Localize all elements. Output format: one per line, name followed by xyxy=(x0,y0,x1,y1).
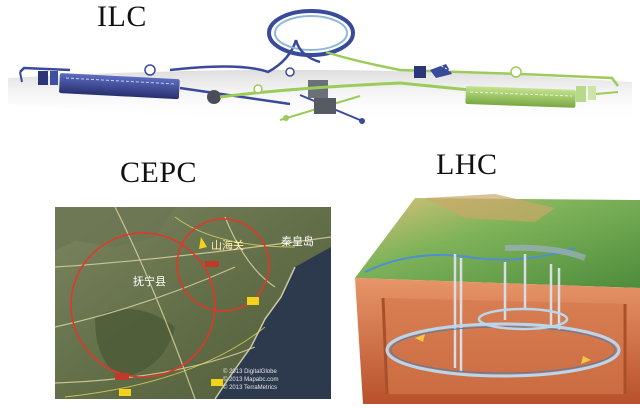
cepc-attribution: © 2013 Mapabc.com xyxy=(223,376,278,383)
ilc-positron-side xyxy=(219,63,619,108)
cepc-location-pin xyxy=(199,237,207,249)
cepc-ring-large xyxy=(70,232,216,378)
ilc-title: ILC xyxy=(97,0,147,33)
ilc-positron-source xyxy=(414,66,426,78)
cepc-attribution: © 2013 DigitalGlobe xyxy=(223,368,277,375)
lhc-title: LHC xyxy=(436,148,498,181)
cepc-ring-small xyxy=(176,218,270,312)
ilc-damping-rings xyxy=(267,9,401,72)
lhc-sps-ring xyxy=(477,307,569,331)
ilc-diagram xyxy=(8,9,632,124)
ilc-electron-source xyxy=(38,71,48,85)
ilc-detector-2 xyxy=(314,98,336,114)
cepc-place-name: 抚宁县 xyxy=(133,274,166,288)
lhc-shafts xyxy=(453,254,561,372)
cepc-map: 山海关 秦皇岛 抚宁县 © 2013 DigitalGlobe © 2013 M… xyxy=(55,207,331,399)
lhc-cutaway xyxy=(355,194,640,404)
ilc-bunch-compressor xyxy=(207,90,221,104)
ilc-positron-linac xyxy=(465,86,576,108)
cepc-sea xyxy=(215,247,331,399)
lhc-surface xyxy=(355,198,640,288)
ilc-beam-markers xyxy=(144,64,522,94)
cepc-title: CEPC xyxy=(120,156,198,189)
cepc-roads xyxy=(55,207,331,399)
lhc-river xyxy=(364,247,576,273)
cepc-attribution: © 2013 TerraMetrics xyxy=(223,384,277,391)
ilc-electron-linac xyxy=(59,73,180,100)
cepc-place-name: 秦皇岛 xyxy=(281,234,314,248)
lhc-main-ring xyxy=(385,322,621,378)
cepc-place-name: 山海关 xyxy=(211,238,244,252)
